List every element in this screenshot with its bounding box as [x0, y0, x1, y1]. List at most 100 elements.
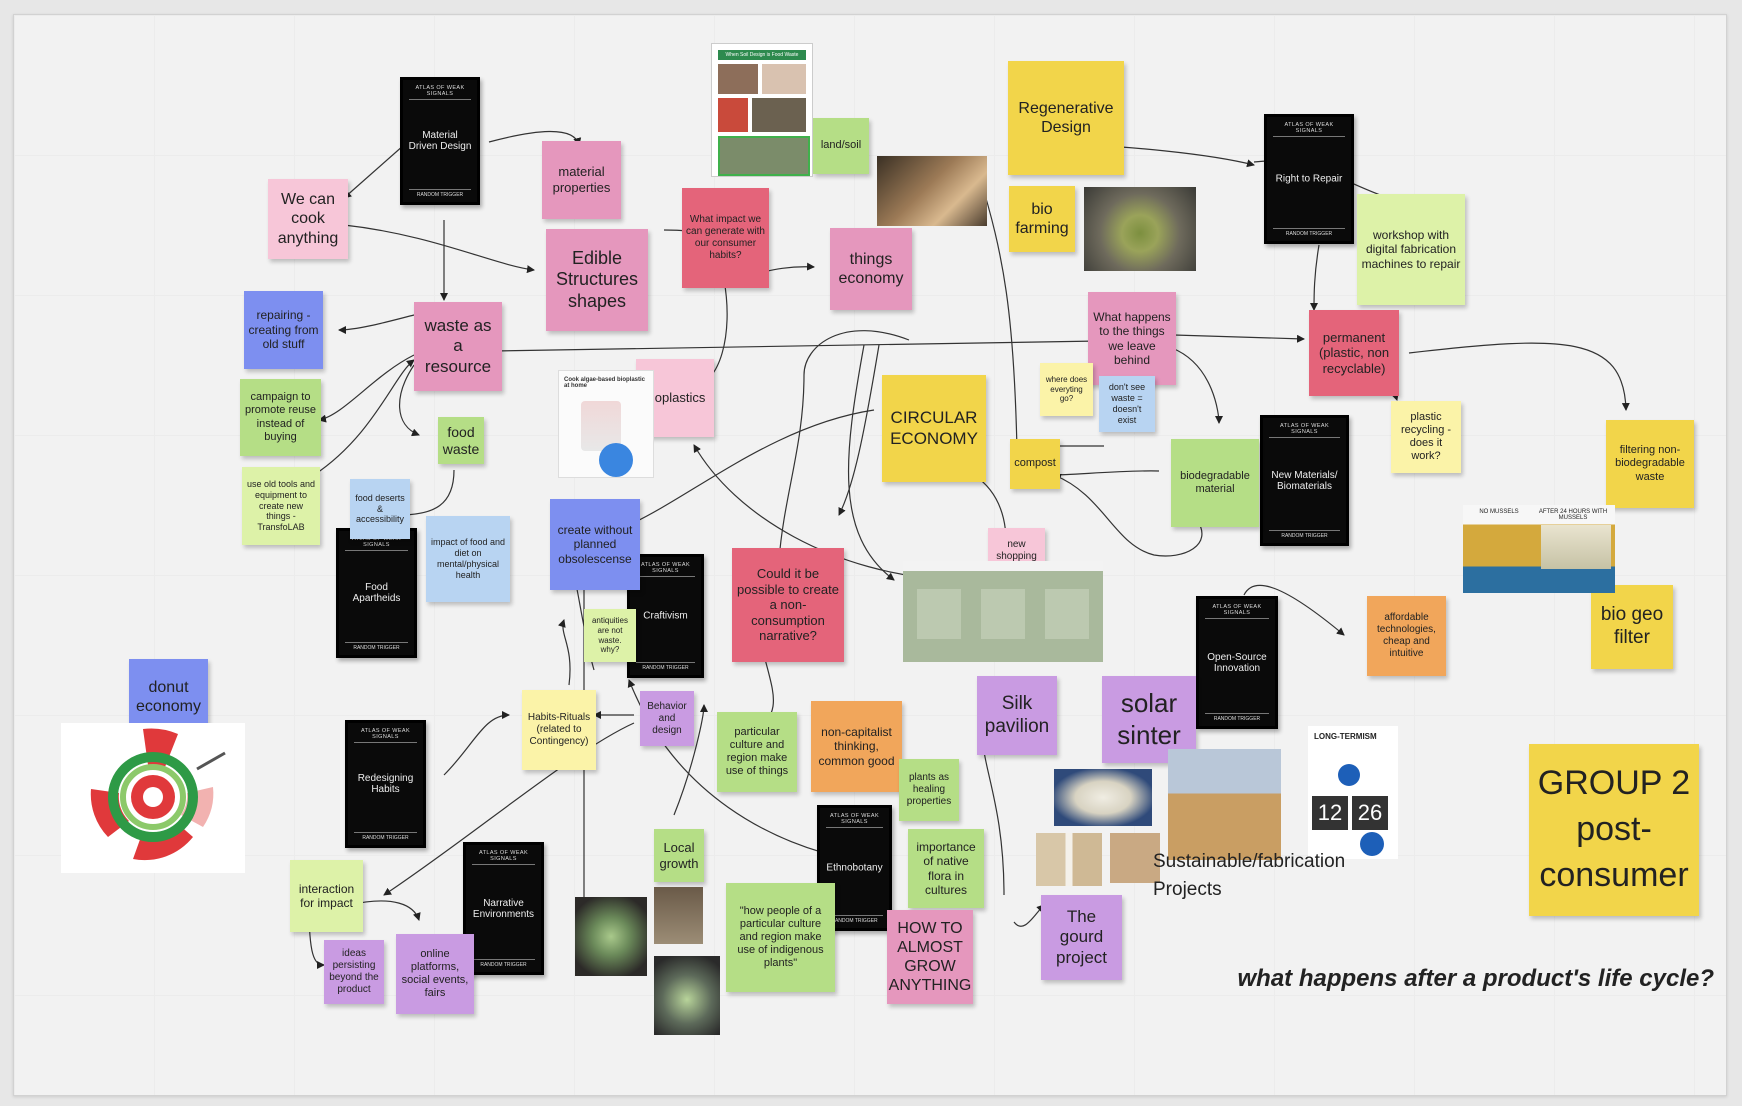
note-impact-of-food[interactable]: impact of food and diet on mental/physic… — [426, 516, 510, 602]
card-footer: RANDOM TRIGGER — [1205, 713, 1269, 722]
note-non-capitalist[interactable]: non-capitalist thinking, common good — [811, 701, 902, 792]
note-behavior-design[interactable]: Behavior and design — [640, 691, 694, 746]
collage-photo — [752, 98, 806, 132]
connector — [1051, 470, 1160, 479]
note-group-title[interactable]: GROUP 2 post-consumer — [1529, 744, 1699, 916]
note-ideas-persisting[interactable]: ideas persisting beyond the product — [324, 940, 384, 1004]
note-material-properties[interactable]: material properties — [542, 141, 621, 219]
note-land-soil[interactable]: land/soil — [813, 118, 869, 174]
note-text: We can cook anything — [277, 191, 339, 247]
website-column — [917, 589, 961, 639]
plant-jar-photo[interactable] — [575, 897, 647, 976]
note-could-it-be[interactable]: Could it be possible to create a non-con… — [732, 548, 844, 662]
card-open-source-innovation[interactable]: ATLAS OF WEAK SIGNALS Open-Source Innova… — [1196, 596, 1278, 729]
note-antiquities[interactable]: antiquities are not waste. why? — [584, 609, 636, 662]
connector — [1013, 904, 1045, 927]
plant-hand-photo[interactable] — [654, 956, 720, 1035]
note-donut-economy[interactable]: donut economy — [129, 659, 208, 735]
long-termism-clock-image[interactable]: LONG-TERMISM 12 26 — [1308, 726, 1398, 859]
note-what-happens[interactable]: What happens to the things we leave behi… — [1088, 292, 1176, 385]
article-collage-image[interactable]: When Soil Design is Food Waste — [711, 43, 813, 177]
note-food-waste[interactable]: food waste — [438, 417, 484, 464]
note-edible-structures[interactable]: Edible Structures shapes — [546, 229, 648, 331]
note-things-economy[interactable]: things economy — [830, 228, 912, 310]
connector — [493, 340, 1100, 355]
card-food-apartheids[interactable]: ATLAS OF WEAK SIGNALS Food Apartheids RA… — [336, 528, 417, 658]
note-bio-geo-filter[interactable]: bio geo filter — [1591, 585, 1673, 669]
note-compost[interactable]: compost — [1010, 439, 1060, 489]
silk-pavilion-photo[interactable] — [1054, 769, 1152, 826]
note-we-can-cook[interactable]: We can cook anything — [268, 179, 348, 259]
note-waste-as-resource[interactable]: waste as a resource — [414, 302, 502, 391]
note-text: land/soil — [820, 139, 862, 152]
note-repairing[interactable]: repairing - creating from old stuff — [244, 291, 323, 369]
solar-sinter-photo[interactable] — [1168, 749, 1281, 860]
note-biodegradable[interactable]: biodegradable material — [1171, 439, 1259, 527]
donut-economy-image[interactable] — [61, 723, 245, 873]
card-title: Craftivism — [643, 610, 688, 622]
bioplastic-article-image[interactable]: Cook algae-based bioplastic at home — [558, 370, 654, 478]
connector — [383, 722, 635, 896]
note-solar-sinter[interactable]: solar sinter — [1102, 676, 1196, 763]
note-importance-flora[interactable]: importance of native flora in cultures — [908, 829, 984, 908]
note-text: things economy — [838, 250, 904, 287]
shopping-website-screenshot[interactable] — [903, 561, 1103, 662]
card-title: Material Driven Design — [408, 130, 472, 152]
note-bio-farming[interactable]: bio farming — [1009, 186, 1075, 252]
connector — [1053, 473, 1203, 557]
photo-caption: NO MUSSELS — [1479, 509, 1519, 515]
note-silk-pavilion[interactable]: Silk pavilion — [977, 676, 1057, 755]
blue-dot-icon[interactable] — [599, 443, 633, 477]
mussels-filter-photo[interactable]: NO MUSSELS AFTER 24 HOURS WITH MUSSELS — [1463, 505, 1615, 593]
note-use-old-tools[interactable]: use old tools and equipment to create ne… — [242, 467, 320, 545]
note-how-people[interactable]: "how people of a particular culture and … — [726, 883, 835, 992]
gourd-cups-photo[interactable] — [1036, 833, 1102, 886]
note-food-deserts[interactable]: food deserts & accessibility — [350, 479, 410, 539]
article-heading: Cook algae-based bioplastic at home — [564, 377, 646, 389]
note-gourd-project[interactable]: The gourd project — [1041, 895, 1122, 980]
card-right-to-repair[interactable]: ATLAS OF WEAK SIGNALS Right to Repair RA… — [1264, 114, 1354, 244]
card-material-driven-design[interactable]: ATLAS OF WEAK SIGNALS Material Driven De… — [400, 77, 480, 205]
note-text: The gourd project — [1055, 906, 1108, 967]
note-particular-culture[interactable]: particular culture and region make use o… — [717, 712, 797, 792]
card-new-materials[interactable]: ATLAS OF WEAK SIGNALS New Materials/ Bio… — [1260, 415, 1349, 546]
note-plants-healing[interactable]: plants as healing properties — [899, 759, 959, 821]
note-plastic-recycling[interactable]: plastic recycling - does it work? — [1391, 401, 1461, 473]
note-filtering[interactable]: filtering non-biodegradable waste — [1606, 420, 1694, 508]
group-title: GROUP 2 post-consumer — [1537, 764, 1691, 894]
note-local-growth[interactable]: Local growth — [654, 829, 704, 882]
card-header: ATLAS OF WEAK SIGNALS — [409, 85, 471, 100]
website-column — [1045, 589, 1089, 639]
note-text: Habits-Rituals (related to Contingency) — [527, 712, 591, 747]
gourd-cup-photo[interactable] — [1110, 833, 1160, 883]
note-affordable-tech[interactable]: affordable technologies, cheap and intui… — [1367, 596, 1446, 676]
note-where-does[interactable]: where does everyting go? — [1040, 363, 1093, 416]
note-text: plastic recycling - does it work? — [1400, 410, 1452, 463]
connector — [1243, 584, 1345, 636]
note-how-to-grow[interactable]: HOW TO ALMOST GROW ANYTHING — [887, 910, 973, 1004]
note-text: waste as a resource — [424, 315, 492, 376]
card-title: Narrative Environments — [472, 897, 535, 920]
note-campaign[interactable]: campaign to promote reuse instead of buy… — [240, 379, 321, 456]
website-header — [903, 561, 1103, 571]
note-online-platforms[interactable]: online platforms, social events, fairs — [396, 934, 474, 1014]
note-dont-see-waste[interactable]: don't see waste = doesn't exist — [1099, 376, 1155, 432]
card-narrative-environments[interactable]: ATLAS OF WEAK SIGNALS Narrative Environm… — [463, 842, 544, 975]
note-regenerative-design[interactable]: Regenerative Design — [1008, 61, 1124, 175]
connector — [628, 409, 875, 526]
note-permanent[interactable]: permanent (plastic, non recyclable) — [1309, 310, 1399, 396]
note-habits-rituals[interactable]: Habits-Rituals (related to Contingency) — [522, 690, 596, 770]
compost-bin-photo[interactable] — [1084, 187, 1196, 271]
note-what-impact[interactable]: What impact we can generate with our con… — [682, 188, 769, 288]
plant-photo[interactable] — [654, 887, 703, 944]
soil-planter-photo[interactable] — [877, 156, 987, 226]
note-workshop-repair[interactable]: workshop with digital fabrication machin… — [1357, 194, 1465, 305]
note-circular-economy[interactable]: CIRCULAR ECONOMY — [882, 375, 986, 482]
whiteboard-canvas[interactable]: ATLAS OF WEAK SIGNALS Material Driven De… — [13, 14, 1727, 1096]
note-interaction-impact[interactable]: interaction for impact — [290, 860, 363, 932]
note-create-without-obsolescense[interactable]: create without planned obsolescense — [550, 499, 640, 590]
collage-photo — [718, 136, 810, 176]
board-question: what happens after a product's life cycl… — [1237, 965, 1715, 992]
card-redesigning-habits[interactable]: ATLAS OF WEAK SIGNALS Redesigning Habits… — [345, 720, 426, 848]
card-footer: RANDOM TRIGGER — [345, 642, 408, 651]
